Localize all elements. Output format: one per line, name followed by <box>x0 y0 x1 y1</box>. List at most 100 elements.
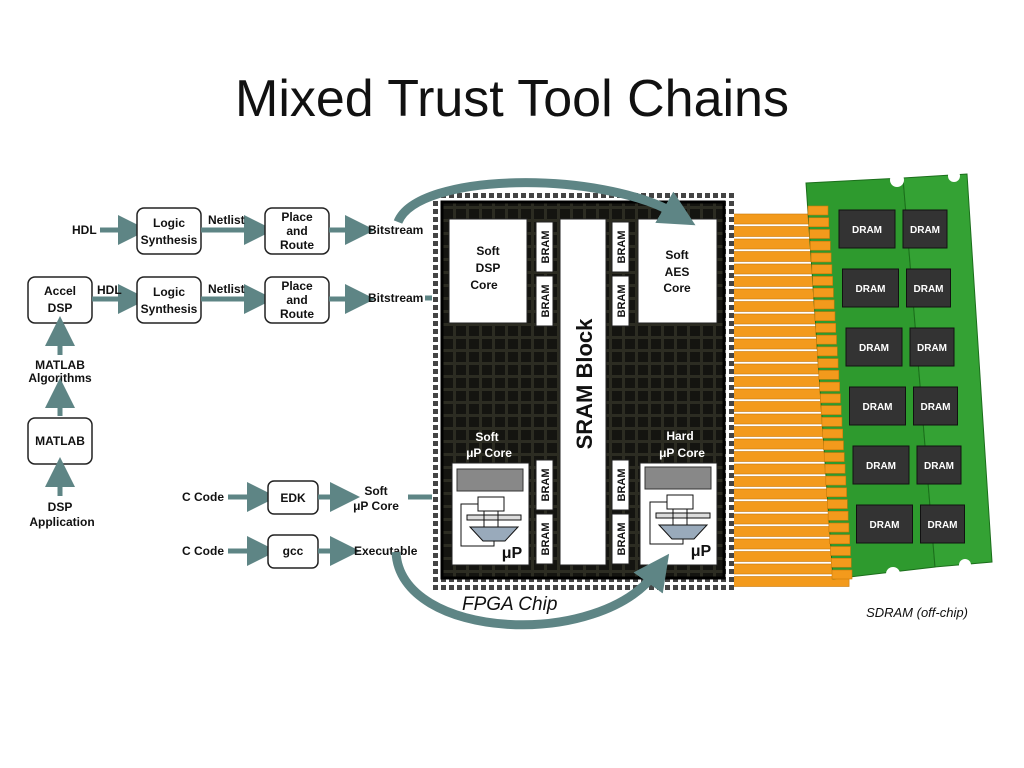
hard-up-core-title-a: Hard <box>666 429 693 443</box>
matlab-chain: MATLAB Algorithms MATLAB DSP Application <box>27 316 95 529</box>
c-code-label-2: C Code <box>182 544 224 558</box>
bitstream-config-arrow <box>393 178 696 226</box>
gold-finger <box>810 252 832 263</box>
bram-label: BRAM <box>540 285 552 318</box>
executable-label: Executable <box>354 544 418 558</box>
gold-finger <box>815 323 837 333</box>
gold-finger <box>810 240 831 251</box>
soft-up-glyph: μP <box>502 545 523 562</box>
toolchain-row-4: C Code gcc Executable <box>182 534 418 569</box>
dram-chip-label: DRAM <box>921 402 951 413</box>
dram-chip: DRAM <box>902 209 948 249</box>
bram-block <box>611 459 630 511</box>
dram-chip-label: DRAM <box>917 343 947 354</box>
dsp-application-label-a: DSP <box>48 500 73 514</box>
dram-chip: DRAM <box>838 209 896 249</box>
sdram-label: SDRAM (off-chip) <box>866 605 968 620</box>
dram-chip: DRAM <box>909 327 955 367</box>
dram-chip: DRAM <box>913 386 958 426</box>
logic-synthesis-label-2b: Synthesis <box>141 302 198 316</box>
executable-load-arrow <box>391 551 670 630</box>
bram-block <box>611 221 630 273</box>
bram-block <box>535 275 554 327</box>
soft-dsp-label-b: DSP <box>476 261 501 275</box>
logic-synthesis-label-1b: Synthesis <box>141 233 198 247</box>
soft-dsp-label-a: Soft <box>476 244 499 258</box>
gold-finger <box>824 464 846 474</box>
hard-up-register <box>644 466 712 490</box>
dram-chip-label: DRAM <box>870 520 900 531</box>
gold-finger <box>816 334 837 345</box>
gold-finger <box>827 510 849 521</box>
soft-aes-label-c: Core <box>663 281 691 295</box>
sram-block <box>559 218 607 566</box>
bus-trace <box>732 563 849 575</box>
gold-finger <box>816 346 838 357</box>
toolchain-row-2: Accel DSP HDL Logic Synthesis Netlist Pl… <box>27 276 463 324</box>
bram-block <box>535 459 554 511</box>
soft-dsp-label-c: Core <box>470 278 498 292</box>
place-route-label-1b: and <box>286 224 307 238</box>
gold-finger <box>823 440 844 451</box>
soft-up-datapath <box>460 496 522 547</box>
logic-synthesis-label-1a: Logic <box>153 216 185 230</box>
dimm-gold-fingers <box>807 205 853 580</box>
logic-synthesis-box-1 <box>136 207 202 255</box>
c-code-label-1: C Code <box>182 490 224 504</box>
gold-finger <box>813 287 834 298</box>
soft-up-core-label-a: Soft <box>364 484 387 498</box>
bram-block <box>535 513 554 565</box>
place-route-label-2a: Place <box>281 279 313 293</box>
gold-finger <box>817 358 839 368</box>
place-route-label-1c: Route <box>280 238 314 252</box>
dram-chip-label: DRAM <box>866 461 896 472</box>
gold-finger <box>819 381 840 392</box>
place-route-label-1a: Place <box>281 210 313 224</box>
bram-block <box>611 275 630 327</box>
dram-chip-label: DRAM <box>914 284 944 295</box>
toolchain-row-1: HDL Logic Synthesis Netlist Place and Ro… <box>72 207 423 255</box>
gold-finger <box>831 569 853 580</box>
bram-block <box>535 221 554 273</box>
gold-finger <box>830 546 851 556</box>
accel-dsp-label-a: Accel <box>44 284 76 298</box>
gold-finger <box>813 299 835 310</box>
gold-finger <box>812 276 833 286</box>
bram-label: BRAM <box>616 285 628 318</box>
matlab-algorithms-label-b: Algorithms <box>28 371 92 385</box>
bram-label: BRAM <box>540 523 552 556</box>
dram-chip: DRAM <box>852 445 910 485</box>
bitstream-label-2: Bitstream <box>368 291 423 305</box>
soft-up-core-title-b: μP Core <box>466 446 512 460</box>
accel-dsp-label-b: DSP <box>48 301 73 315</box>
bram-label: BRAM <box>616 523 628 556</box>
netlist-label-1: Netlist <box>208 213 245 227</box>
bram-label: BRAM <box>540 231 552 264</box>
hdl-label-2: HDL <box>97 283 122 297</box>
bram-label: BRAM <box>540 469 552 502</box>
dram-chip: DRAM <box>920 504 965 544</box>
dram-chip-label: DRAM <box>859 343 889 354</box>
hard-up-datapath <box>649 494 711 545</box>
edk-label: EDK <box>280 491 306 505</box>
matlab-box-label: MATLAB <box>35 434 85 448</box>
gold-finger <box>821 417 843 427</box>
gold-finger <box>828 522 850 533</box>
dram-chip-label: DRAM <box>852 225 882 236</box>
bitstream-label-1: Bitstream <box>368 223 423 237</box>
gold-finger <box>830 557 852 568</box>
bram-label: BRAM <box>616 231 628 264</box>
soft-aes-label-b: AES <box>665 265 690 279</box>
soft-up-core-label-b: μP Core <box>353 499 399 513</box>
sram-block-label: SRAM Block <box>572 318 597 450</box>
hard-up-core-title-b: μP Core <box>659 446 705 460</box>
dram-chip-label: DRAM <box>928 520 958 531</box>
dram-chip: DRAM <box>906 268 951 308</box>
fpga-chip-label: FPGA Chip <box>462 594 557 615</box>
gold-finger <box>820 393 841 404</box>
fpga-chip: Soft DSP Core BRAM BRAM BRAM BRAM SRAM B… <box>432 192 734 615</box>
hard-up-glyph: μP <box>691 543 712 560</box>
place-route-label-2c: Route <box>280 307 314 321</box>
